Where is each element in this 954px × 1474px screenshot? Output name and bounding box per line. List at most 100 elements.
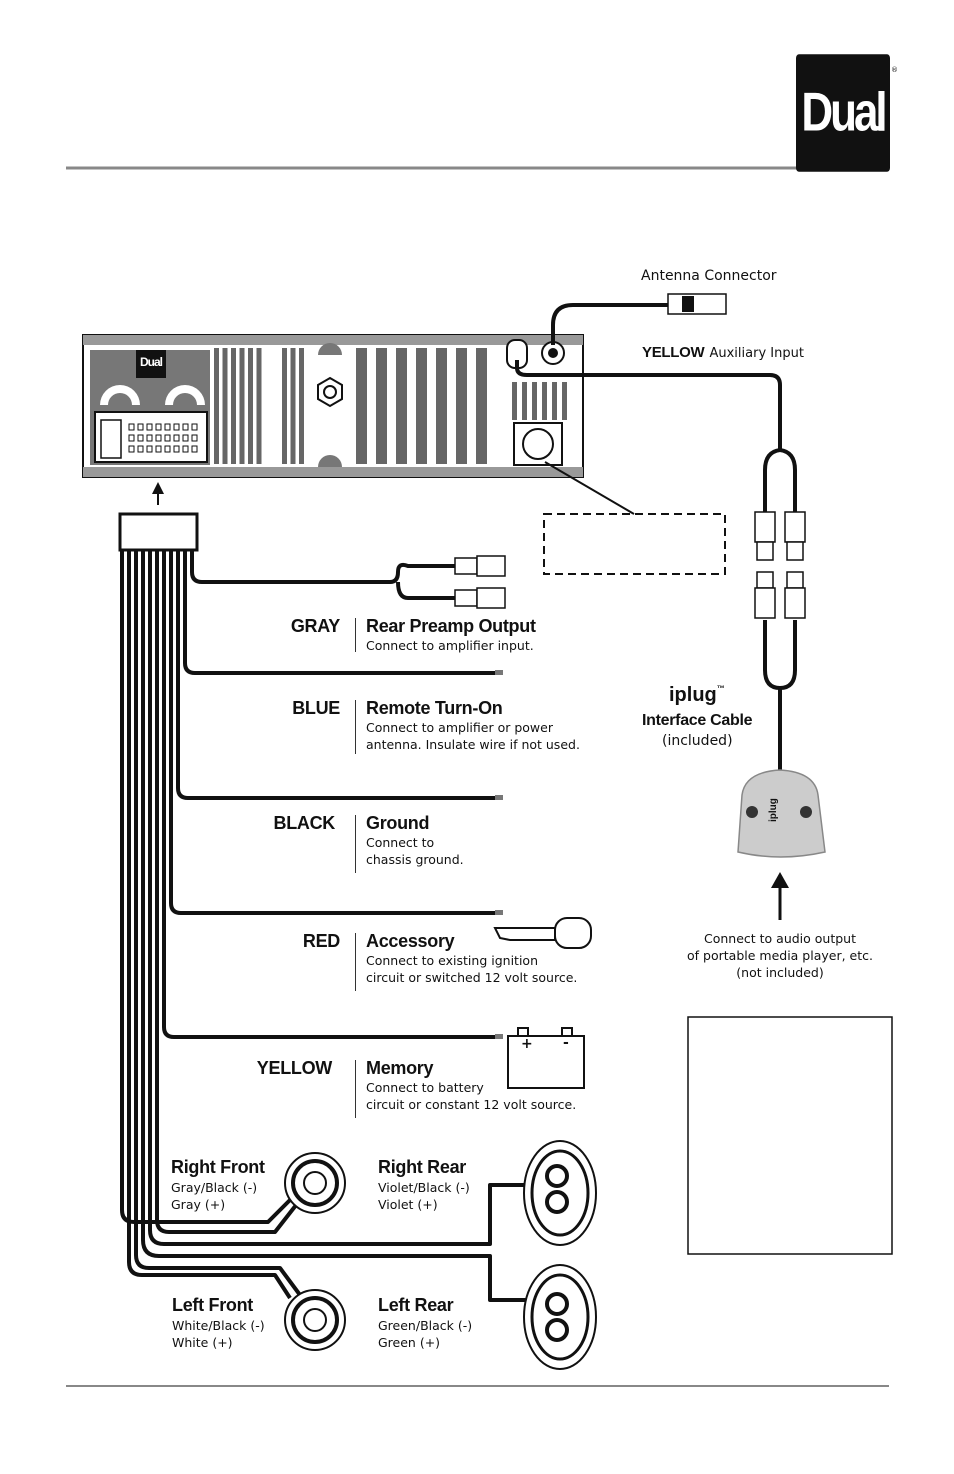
- wire-tips: [495, 670, 503, 1039]
- decor: [512, 382, 517, 420]
- speaker-right-rear-title: Right Rear: [378, 1157, 467, 1177]
- speaker-right-front-title: Right Front: [171, 1157, 265, 1177]
- iplug-tm: ™: [716, 684, 725, 693]
- decor: [137, 445, 144, 453]
- note-box: [687, 1016, 893, 1255]
- iplug-device: [737, 769, 826, 858]
- decor: [396, 348, 407, 464]
- wire-title-remote: Remote Turn-On: [366, 698, 503, 718]
- battery-minus: -: [563, 1035, 569, 1051]
- wire-desc-remote-2: antenna. Insulate wire if not used.: [366, 737, 580, 752]
- speaker-left-front-neg: White/Black (-): [172, 1318, 265, 1333]
- decor: [173, 434, 180, 442]
- head-unit-chassis: [82, 334, 584, 478]
- aux-color: YELLOW: [642, 344, 705, 361]
- decor: [146, 423, 153, 431]
- decor: [128, 434, 135, 442]
- head-unit-logo: Dual: [139, 355, 163, 369]
- decor: [416, 348, 427, 464]
- wire-title-ground: Ground: [366, 813, 430, 833]
- wire-title-memory: Memory: [366, 1058, 434, 1078]
- wire-desc-ground-2: chassis ground.: [366, 852, 464, 867]
- decor: [155, 423, 162, 431]
- speaker-left-rear-title: Left Rear: [378, 1295, 454, 1315]
- decor: [552, 382, 557, 420]
- decor: [231, 348, 236, 464]
- audio-output-note: Connect to audio output of portable medi…: [680, 930, 880, 981]
- rca-plugs-aux: [754, 511, 806, 619]
- decor: [164, 423, 171, 431]
- decor: [128, 423, 135, 431]
- decor: [164, 434, 171, 442]
- decor: [239, 348, 245, 464]
- connector-pins: [128, 423, 198, 453]
- decor: [562, 382, 567, 420]
- decor: [137, 423, 144, 431]
- note-line-1: Connect to audio output: [703, 931, 857, 946]
- wire-desc-accessory-2: circuit or switched 12 volt source.: [366, 970, 578, 985]
- decor: [248, 348, 253, 464]
- wire-desc-memory-2: circuit or constant 12 volt source.: [366, 1097, 577, 1112]
- decor: [182, 423, 189, 431]
- decor: [214, 348, 219, 464]
- decor: [356, 348, 367, 464]
- decor: [155, 434, 162, 442]
- decor: [222, 348, 228, 464]
- brand-logo: Dual: [796, 54, 890, 172]
- wire-title-accessory: Accessory: [366, 931, 455, 951]
- decor: [532, 382, 537, 420]
- decor: [299, 348, 304, 464]
- aux-input-label: YELLOW Auxiliary Input: [642, 342, 804, 362]
- iplug-cable-included: (included): [662, 733, 733, 749]
- battery-icon: [507, 1027, 585, 1089]
- decor: [376, 348, 387, 464]
- speaker-left-rear-pos: Green (+): [378, 1335, 441, 1350]
- wire-desc-accessory-1: Connect to existing ignition: [366, 953, 538, 968]
- decor: [173, 423, 180, 431]
- decor: [456, 348, 467, 464]
- note-line-2: of portable media player, etc.: [687, 948, 873, 963]
- registered-mark: ®: [891, 66, 898, 74]
- speaker-left-front-pos: White (+): [172, 1335, 233, 1350]
- wire-color-yellow: YELLOW: [256, 1058, 333, 1078]
- wire-desc-ground-1: Connect to: [366, 835, 435, 850]
- antenna-label: Antenna Connector: [641, 268, 777, 284]
- speaker-right-rear-pos: Violet (+): [378, 1197, 438, 1212]
- note-line-3: (not included): [736, 965, 824, 980]
- decor: [522, 382, 527, 420]
- iplug-logo: iplug™: [669, 684, 725, 707]
- speaker-right-rear-neg: Violet/Black (-): [378, 1180, 470, 1195]
- wire-desc-remote-1: Connect to amplifier or power: [366, 720, 553, 735]
- decor: [137, 434, 144, 442]
- speaker-right-front-icon: [284, 1152, 346, 1214]
- decor: [191, 445, 198, 453]
- decor: [173, 445, 180, 453]
- decor: [128, 445, 135, 453]
- speaker-left-rear-icon: [523, 1264, 597, 1370]
- aux-text: Auxiliary Input: [709, 346, 804, 361]
- speaker-right-front-pos: Gray (+): [171, 1197, 226, 1212]
- decor: [436, 348, 447, 464]
- iplug-device-text: iplug: [768, 798, 779, 822]
- iplug-cable-title: Interface Cable: [642, 712, 753, 729]
- dashed-placeholder-box: [543, 513, 726, 575]
- speaker-left-front-title: Left Front: [172, 1295, 253, 1315]
- decor: [182, 445, 189, 453]
- decor: [164, 445, 171, 453]
- wire-color-gray: GRAY: [290, 616, 340, 636]
- wire-desc-rear-preamp: Connect to amplifier input.: [366, 638, 534, 653]
- speaker-right-rear-icon: [523, 1140, 597, 1246]
- decor: [191, 434, 198, 442]
- speaker-left-front-icon: [284, 1289, 346, 1351]
- decor: [191, 423, 198, 431]
- harness-plug: [118, 512, 199, 552]
- decor: [155, 445, 162, 453]
- harness-wires: [120, 550, 530, 1302]
- decor: [476, 348, 487, 464]
- wire-color-blue: BLUE: [292, 698, 340, 718]
- heatsink-fins: [214, 348, 487, 464]
- wire-color-black: BLACK: [273, 813, 336, 833]
- speaker-right-front-neg: Gray/Black (-): [171, 1180, 258, 1195]
- speaker-left-rear-neg: Green/Black (-): [378, 1318, 473, 1333]
